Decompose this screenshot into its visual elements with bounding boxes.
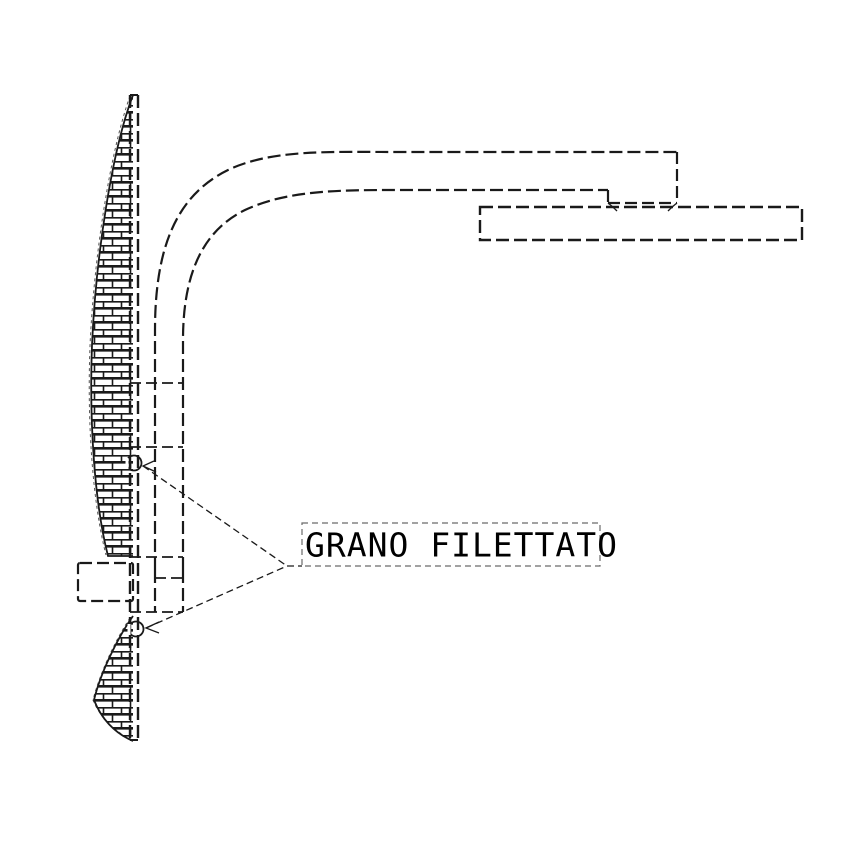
wall-lower-outline [93,615,134,742]
arm-base-lines [153,570,185,612]
leader-line-lower [145,565,288,629]
bracket-horizontal-tie-lines [130,382,183,613]
arm-outer-curve [153,150,677,570]
callout-label: GRANO FILETTATO [305,526,618,565]
threaded-grub-screw-lower [127,620,145,638]
leader-arrowheads [141,460,160,634]
horizontal-bar-rect [478,205,804,242]
stepped-boss [606,152,679,205]
arm-inner-curve [181,188,608,570]
wall-upper-inner-face [88,95,131,556]
wall-upper-outline [90,94,134,557]
lower-left-boss-rect [76,561,135,603]
wall-lower-inner-face [92,617,132,740]
lower-left-boss [76,561,135,603]
lower-horizontal-bar [478,205,804,242]
arrowhead-upper [141,460,157,473]
leader-line-upper [142,465,288,567]
curved-bracket-arm [153,150,677,570]
callout-box-border [301,522,601,567]
arrowhead-lower [144,621,160,634]
callout-text-box: GRANO FILETTATO [301,522,618,567]
plate-end-caps [130,94,138,741]
threaded-grub-screw-upper [125,454,143,472]
callout-leader-lines [142,465,302,629]
